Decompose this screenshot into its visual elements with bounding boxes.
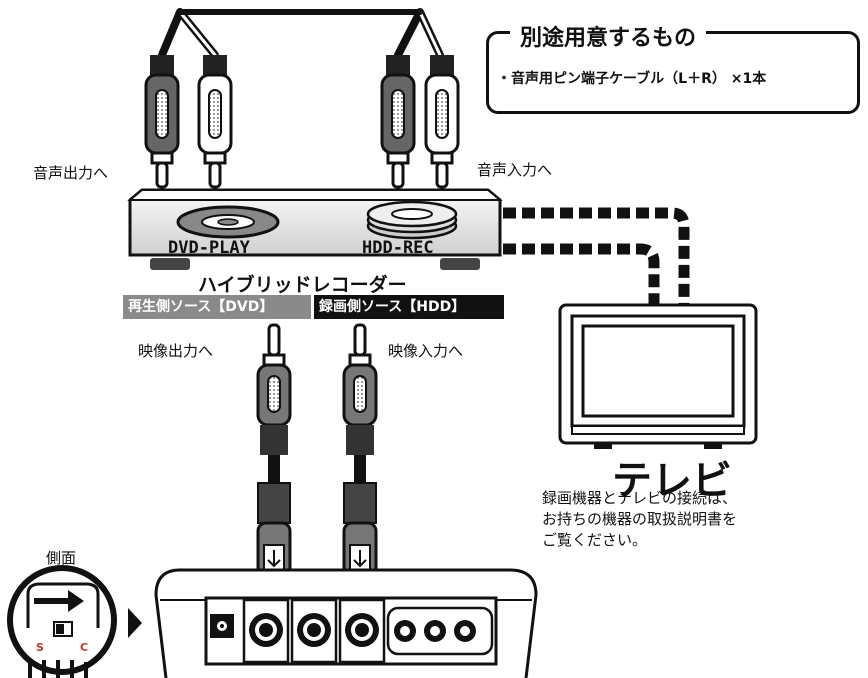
video-plug-in xyxy=(342,323,378,483)
tv-note-line: お持ちの機器の取扱説明書を xyxy=(542,510,738,528)
rca-ports xyxy=(386,606,494,656)
svideo-port xyxy=(242,598,290,664)
tv-connection-dashed xyxy=(503,207,690,306)
audio-plug-in-right xyxy=(424,55,460,189)
audio-plug-in-left xyxy=(380,55,416,189)
audio-plug-out-left xyxy=(144,55,180,189)
source-dvd-tag: 再生側ソース【DVD】 xyxy=(123,295,311,319)
switch-label-c: C xyxy=(80,641,88,654)
arrow-down-icon xyxy=(353,550,367,568)
hybrid-recorder: DVD-PLAY HDD-REC xyxy=(127,188,503,270)
video-out-label: 映像出力へ xyxy=(138,342,214,360)
television xyxy=(558,303,758,449)
audio-plug-out-right xyxy=(197,55,233,189)
prepare-title: 別途用意するもの xyxy=(510,20,707,52)
tv-note-line: 録画機器とテレビの接続は、 xyxy=(542,489,738,507)
audio-cable xyxy=(158,8,444,59)
arrow-down-icon xyxy=(267,550,281,568)
prepare-item: ・音声用ピン端子ケーブル（L＋R） ×1本 xyxy=(497,71,767,87)
tv-note-line: ご覧ください。 xyxy=(542,531,648,549)
triangle-pointer-icon xyxy=(128,608,142,638)
tv-note: 録画機器とテレビの接続は、 お持ちの機器の取扱説明書を ご覧ください。 xyxy=(542,488,737,551)
arrow-right-icon xyxy=(68,590,84,612)
video-in-label: 映像入力へ xyxy=(388,342,464,360)
side-label: 側面 xyxy=(46,549,77,567)
hdd-rec-label: HDD-REC xyxy=(362,238,434,258)
recorder-name: ハイブリッドレコーダー xyxy=(198,274,407,296)
video-plug-out xyxy=(256,323,292,483)
side-switch-callout: S C xyxy=(7,565,142,678)
hdd-disc-icon xyxy=(366,200,458,240)
svideo-port xyxy=(338,598,386,664)
source-hdd-tag: 録画側ソース【HDD】 xyxy=(314,295,504,319)
switch-label-s: S xyxy=(36,641,44,654)
tv-title: テレビ xyxy=(612,458,732,504)
svideo-port xyxy=(290,598,338,664)
audio-in-label: 音声入力へ xyxy=(477,161,553,179)
audio-out-label: 音声出力へ xyxy=(33,164,109,182)
capture-device xyxy=(154,568,538,678)
dvd-play-label: DVD-PLAY xyxy=(168,238,251,258)
